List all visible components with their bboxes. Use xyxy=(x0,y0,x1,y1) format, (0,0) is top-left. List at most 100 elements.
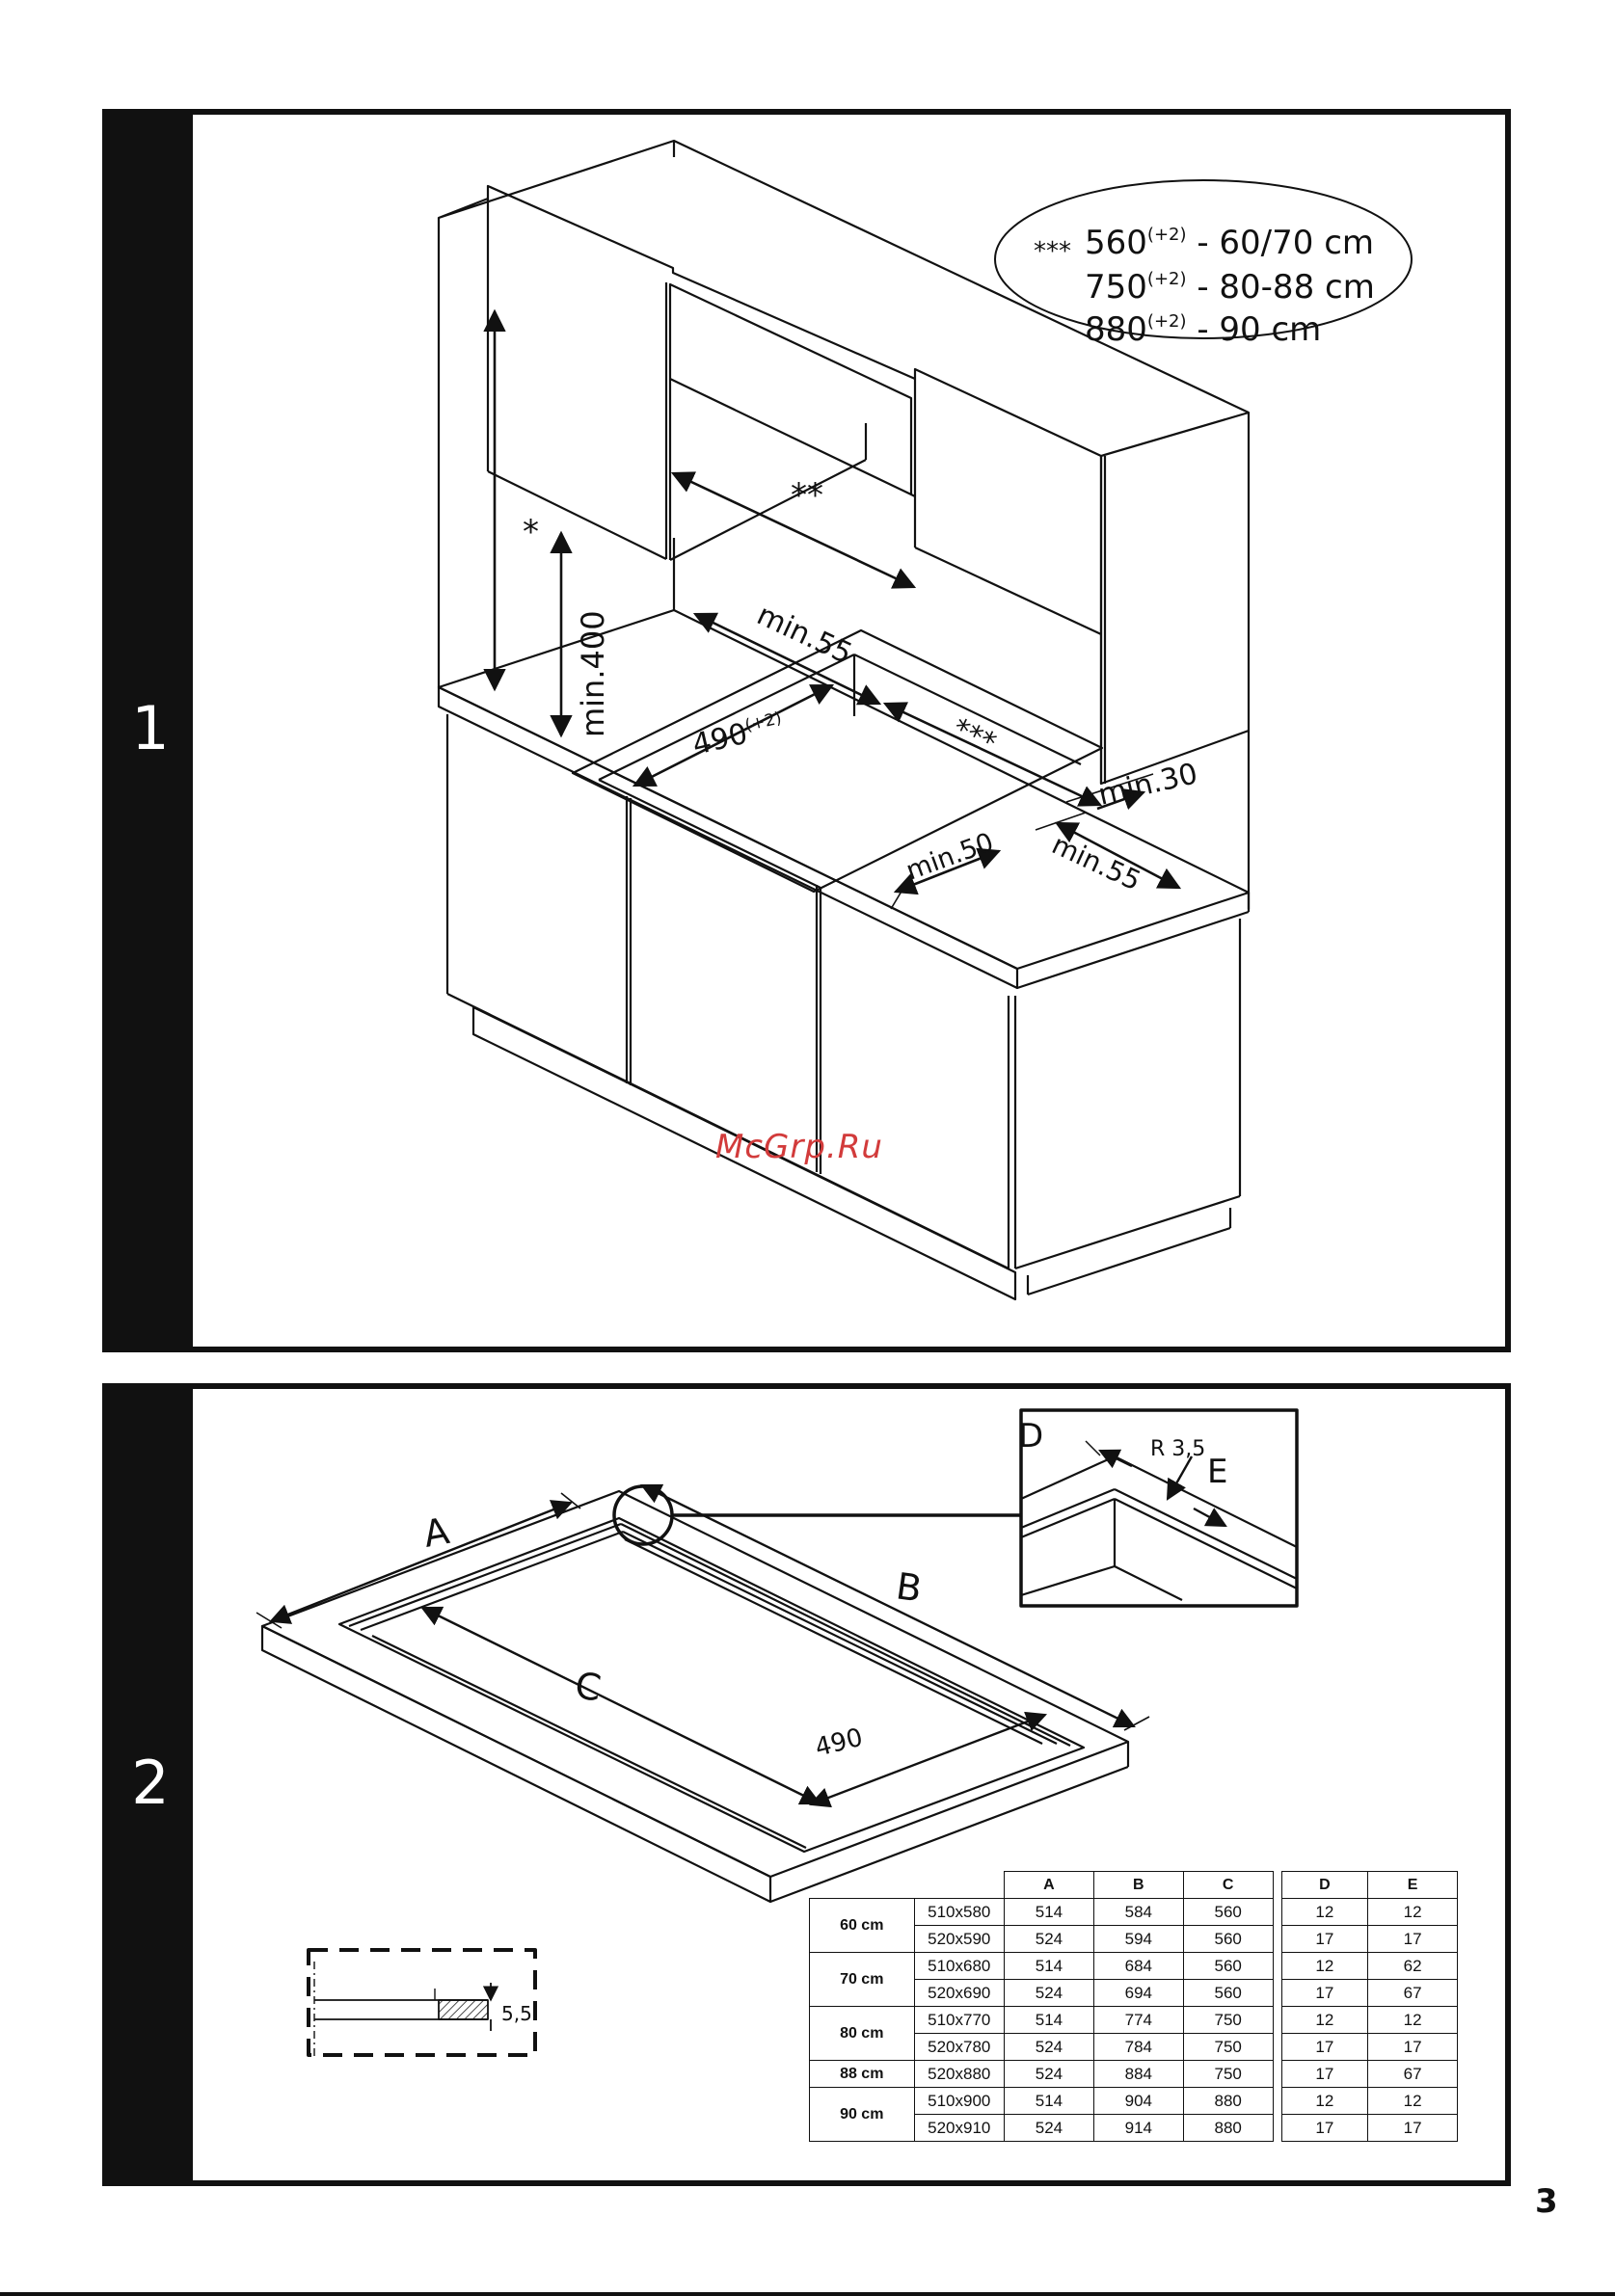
dim-c-label: C xyxy=(573,1664,604,1709)
table-cell: 17 xyxy=(1280,2033,1369,2061)
cutout-drawing: A B C 490 D E R 3,5 5,5 xyxy=(256,1408,1299,2058)
table-cell: 520x690 xyxy=(913,1979,1006,2007)
table-cell: 17 xyxy=(1367,1925,1458,1953)
table-row: 520x780 524 784 750 17 17 xyxy=(810,2033,1458,2061)
min55-top-arrow xyxy=(692,612,882,706)
min50-label: min.50 xyxy=(902,827,998,886)
table-cell: 524 xyxy=(1004,1925,1094,1953)
table-cell: 514 xyxy=(1004,1898,1094,1926)
table-cell: 514 xyxy=(1004,1952,1094,1980)
table-cell: 524 xyxy=(1004,2033,1094,2061)
table-cell: 514 xyxy=(1004,2006,1094,2034)
table-cell: 12 xyxy=(1280,1898,1369,1926)
min55-front-label: min.55 xyxy=(1047,828,1145,896)
table-cell: 524 xyxy=(1004,2114,1094,2142)
table-cell: 12 xyxy=(1280,1952,1369,1980)
table-cell: 774 xyxy=(1092,2006,1184,2034)
table-row: 60 cm 510x580 514 584 560 12 12 xyxy=(809,1898,1458,1953)
table-cell: 510x580 xyxy=(913,1898,1006,1926)
table-row: 520x910 524 914 880 17 17 xyxy=(810,2114,1458,2142)
table-cell: 12 xyxy=(1280,2006,1369,2034)
dim-c-arrow xyxy=(420,1606,821,1805)
dim-e-arrow xyxy=(1193,1507,1227,1528)
table-row: 80 cm 510x770 514 774 750 12 12 xyxy=(809,2006,1458,2061)
table-cell: 12 xyxy=(1367,2006,1458,2034)
table-header: D xyxy=(1280,1871,1369,1899)
depth-arrow xyxy=(808,1711,1048,1808)
table-cell: 17 xyxy=(1280,2114,1369,2142)
table-row: 520x590 524 594 560 17 17 xyxy=(810,1925,1458,1953)
min30-arrow xyxy=(1096,788,1146,811)
table-row: 70 cm 510x680 514 684 560 12 62 xyxy=(809,1952,1458,2007)
radius-label: R 3,5 xyxy=(1150,1437,1205,1461)
radius-arrow xyxy=(1166,1455,1194,1501)
table-cell: 584 xyxy=(1092,1898,1184,1926)
heights-ellipse xyxy=(994,179,1413,339)
table-cell: 560 xyxy=(1182,1979,1274,2007)
min30-label: min.30 xyxy=(1095,757,1200,813)
table-cell: 17 xyxy=(1280,1925,1369,1953)
table-cell: 914 xyxy=(1092,2114,1184,2142)
star-two-label: ** xyxy=(791,476,823,515)
table-cell: 684 xyxy=(1092,1952,1184,1980)
table-cell: 17 xyxy=(1280,2060,1369,2088)
panel-2: 2 xyxy=(102,1383,1511,2186)
panel-2-tab: 2 xyxy=(108,1389,193,2180)
bottom-rule xyxy=(0,2292,1615,2296)
table-header: E xyxy=(1367,1871,1458,1899)
table-row: 88 cm 520x880 524 884 750 17 67 xyxy=(809,2060,1458,2088)
panel-1-number: 1 xyxy=(131,693,170,763)
size-cell: 80 cm xyxy=(809,2006,915,2061)
table-cell: 17 xyxy=(1367,2033,1458,2061)
ellipse-line-3: 880(+2) - 90 cm xyxy=(1085,310,1321,349)
dim-a-label: A xyxy=(420,1509,452,1556)
table-row: 520x690 524 694 560 17 67 xyxy=(810,1979,1458,2007)
table-cell: 67 xyxy=(1367,2060,1458,2088)
table-cell: 750 xyxy=(1182,2033,1274,2061)
table-cell: 67 xyxy=(1367,1979,1458,2007)
table-cell: 510x900 xyxy=(913,2087,1006,2115)
table-cell: 520x910 xyxy=(913,2114,1006,2142)
table-cell: 560 xyxy=(1182,1925,1274,1953)
ellipse-stars: *** xyxy=(1034,237,1071,266)
table-cell: 884 xyxy=(1092,2060,1184,2088)
ellipse-line-1: 560(+2) - 60/70 cm xyxy=(1085,224,1374,262)
star-one-label: * xyxy=(523,513,539,551)
table-cell: 17 xyxy=(1367,2114,1458,2142)
depth-label: 490 xyxy=(812,1723,865,1763)
table-cell: 12 xyxy=(1280,2087,1369,2115)
table-cell: 904 xyxy=(1092,2087,1184,2115)
cutout-dimensions-table: A B C D E 60 cm 510x580 514 584 560 12 1… xyxy=(809,1871,1458,2142)
cut-width-label: 490(+2) xyxy=(689,708,787,762)
table-row: 90 cm 510x900 514 904 880 12 12 xyxy=(809,2087,1458,2142)
dim-d-label: D xyxy=(1018,1417,1043,1455)
dim-b-arrow xyxy=(640,1483,1136,1728)
table-cell: 62 xyxy=(1367,1952,1458,1980)
table-cell: 880 xyxy=(1182,2114,1274,2142)
table-cell: 784 xyxy=(1092,2033,1184,2061)
table-cell: 694 xyxy=(1092,1979,1184,2007)
table-cell: 524 xyxy=(1004,1979,1094,2007)
dim-d-arrow xyxy=(1098,1449,1133,1469)
min55-top-label: min.55 xyxy=(752,599,857,672)
table-cell: 750 xyxy=(1182,2006,1274,2034)
three-star-arrow xyxy=(882,702,1103,807)
panel-1-tab: 1 xyxy=(108,115,193,1347)
watermark: McGrp.Ru xyxy=(715,1128,883,1166)
table-cell: 750 xyxy=(1182,2060,1274,2088)
table-header-row: A B C D E xyxy=(810,1871,1458,1899)
size-cell: 90 cm xyxy=(809,2087,915,2142)
cut-width-arrow xyxy=(632,683,835,788)
table-cell: 510x770 xyxy=(913,2006,1006,2034)
table-cell: 510x680 xyxy=(913,1952,1006,1980)
panel-1: 1 xyxy=(102,109,1511,1352)
table-cell: 17 xyxy=(1280,1979,1369,2007)
panel-2-number: 2 xyxy=(131,1748,170,1818)
page-number: 3 xyxy=(1535,2182,1558,2221)
table-cell: 520x590 xyxy=(913,1925,1006,1953)
table-header: B xyxy=(1092,1871,1184,1899)
table-cell: 594 xyxy=(1092,1925,1184,1953)
min400-label: min.400 xyxy=(575,610,611,737)
table-header: C xyxy=(1182,1871,1274,1899)
table-cell: 514 xyxy=(1004,2087,1094,2115)
